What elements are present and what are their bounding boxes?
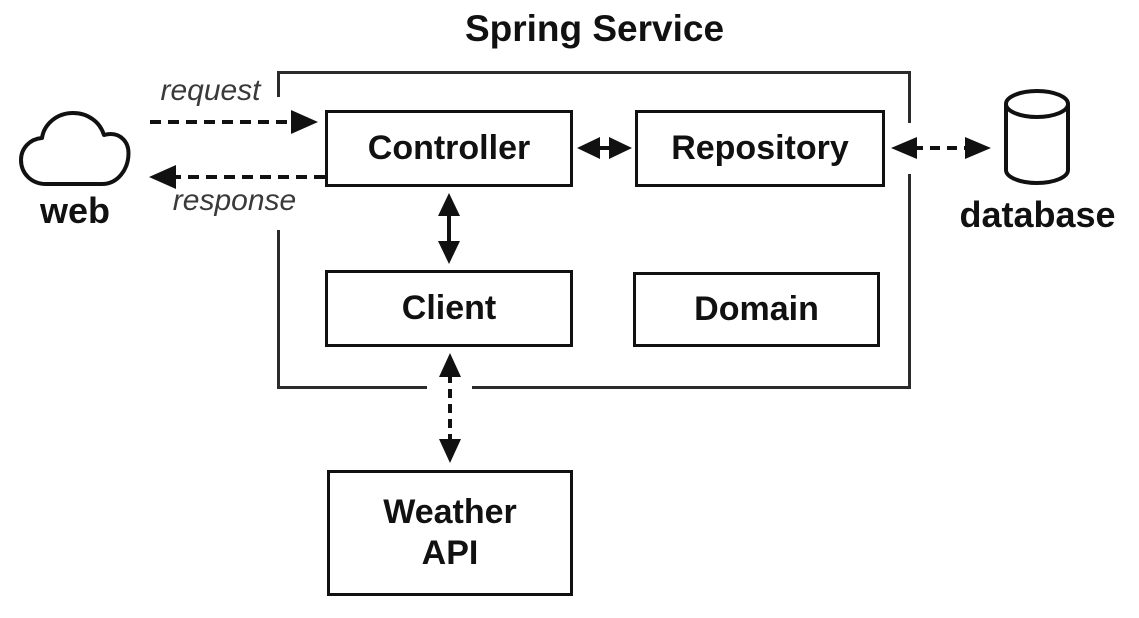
database-label: database [959,194,1116,235]
controller-client-arrow [438,193,460,264]
domain-node: Domain [633,272,880,347]
spring-service-boundary [277,71,911,389]
controller-repository-arrow [577,137,632,159]
repository-database-arrow [891,137,991,159]
request-label: request [160,74,261,107]
request-arrow [150,110,318,134]
client-node: Client [325,270,573,347]
database-icon [1004,89,1070,185]
client-weatherapi-arrow [439,353,461,463]
web-label: web [39,190,110,231]
repository-node: Repository [635,110,885,187]
weather-api-node: Weather API [327,470,573,596]
cloud-icon [19,111,131,186]
response-arrow [149,165,325,189]
controller-node: Controller [325,110,573,187]
diagram-title: Spring Service [464,8,725,49]
response-label: response [172,184,297,217]
